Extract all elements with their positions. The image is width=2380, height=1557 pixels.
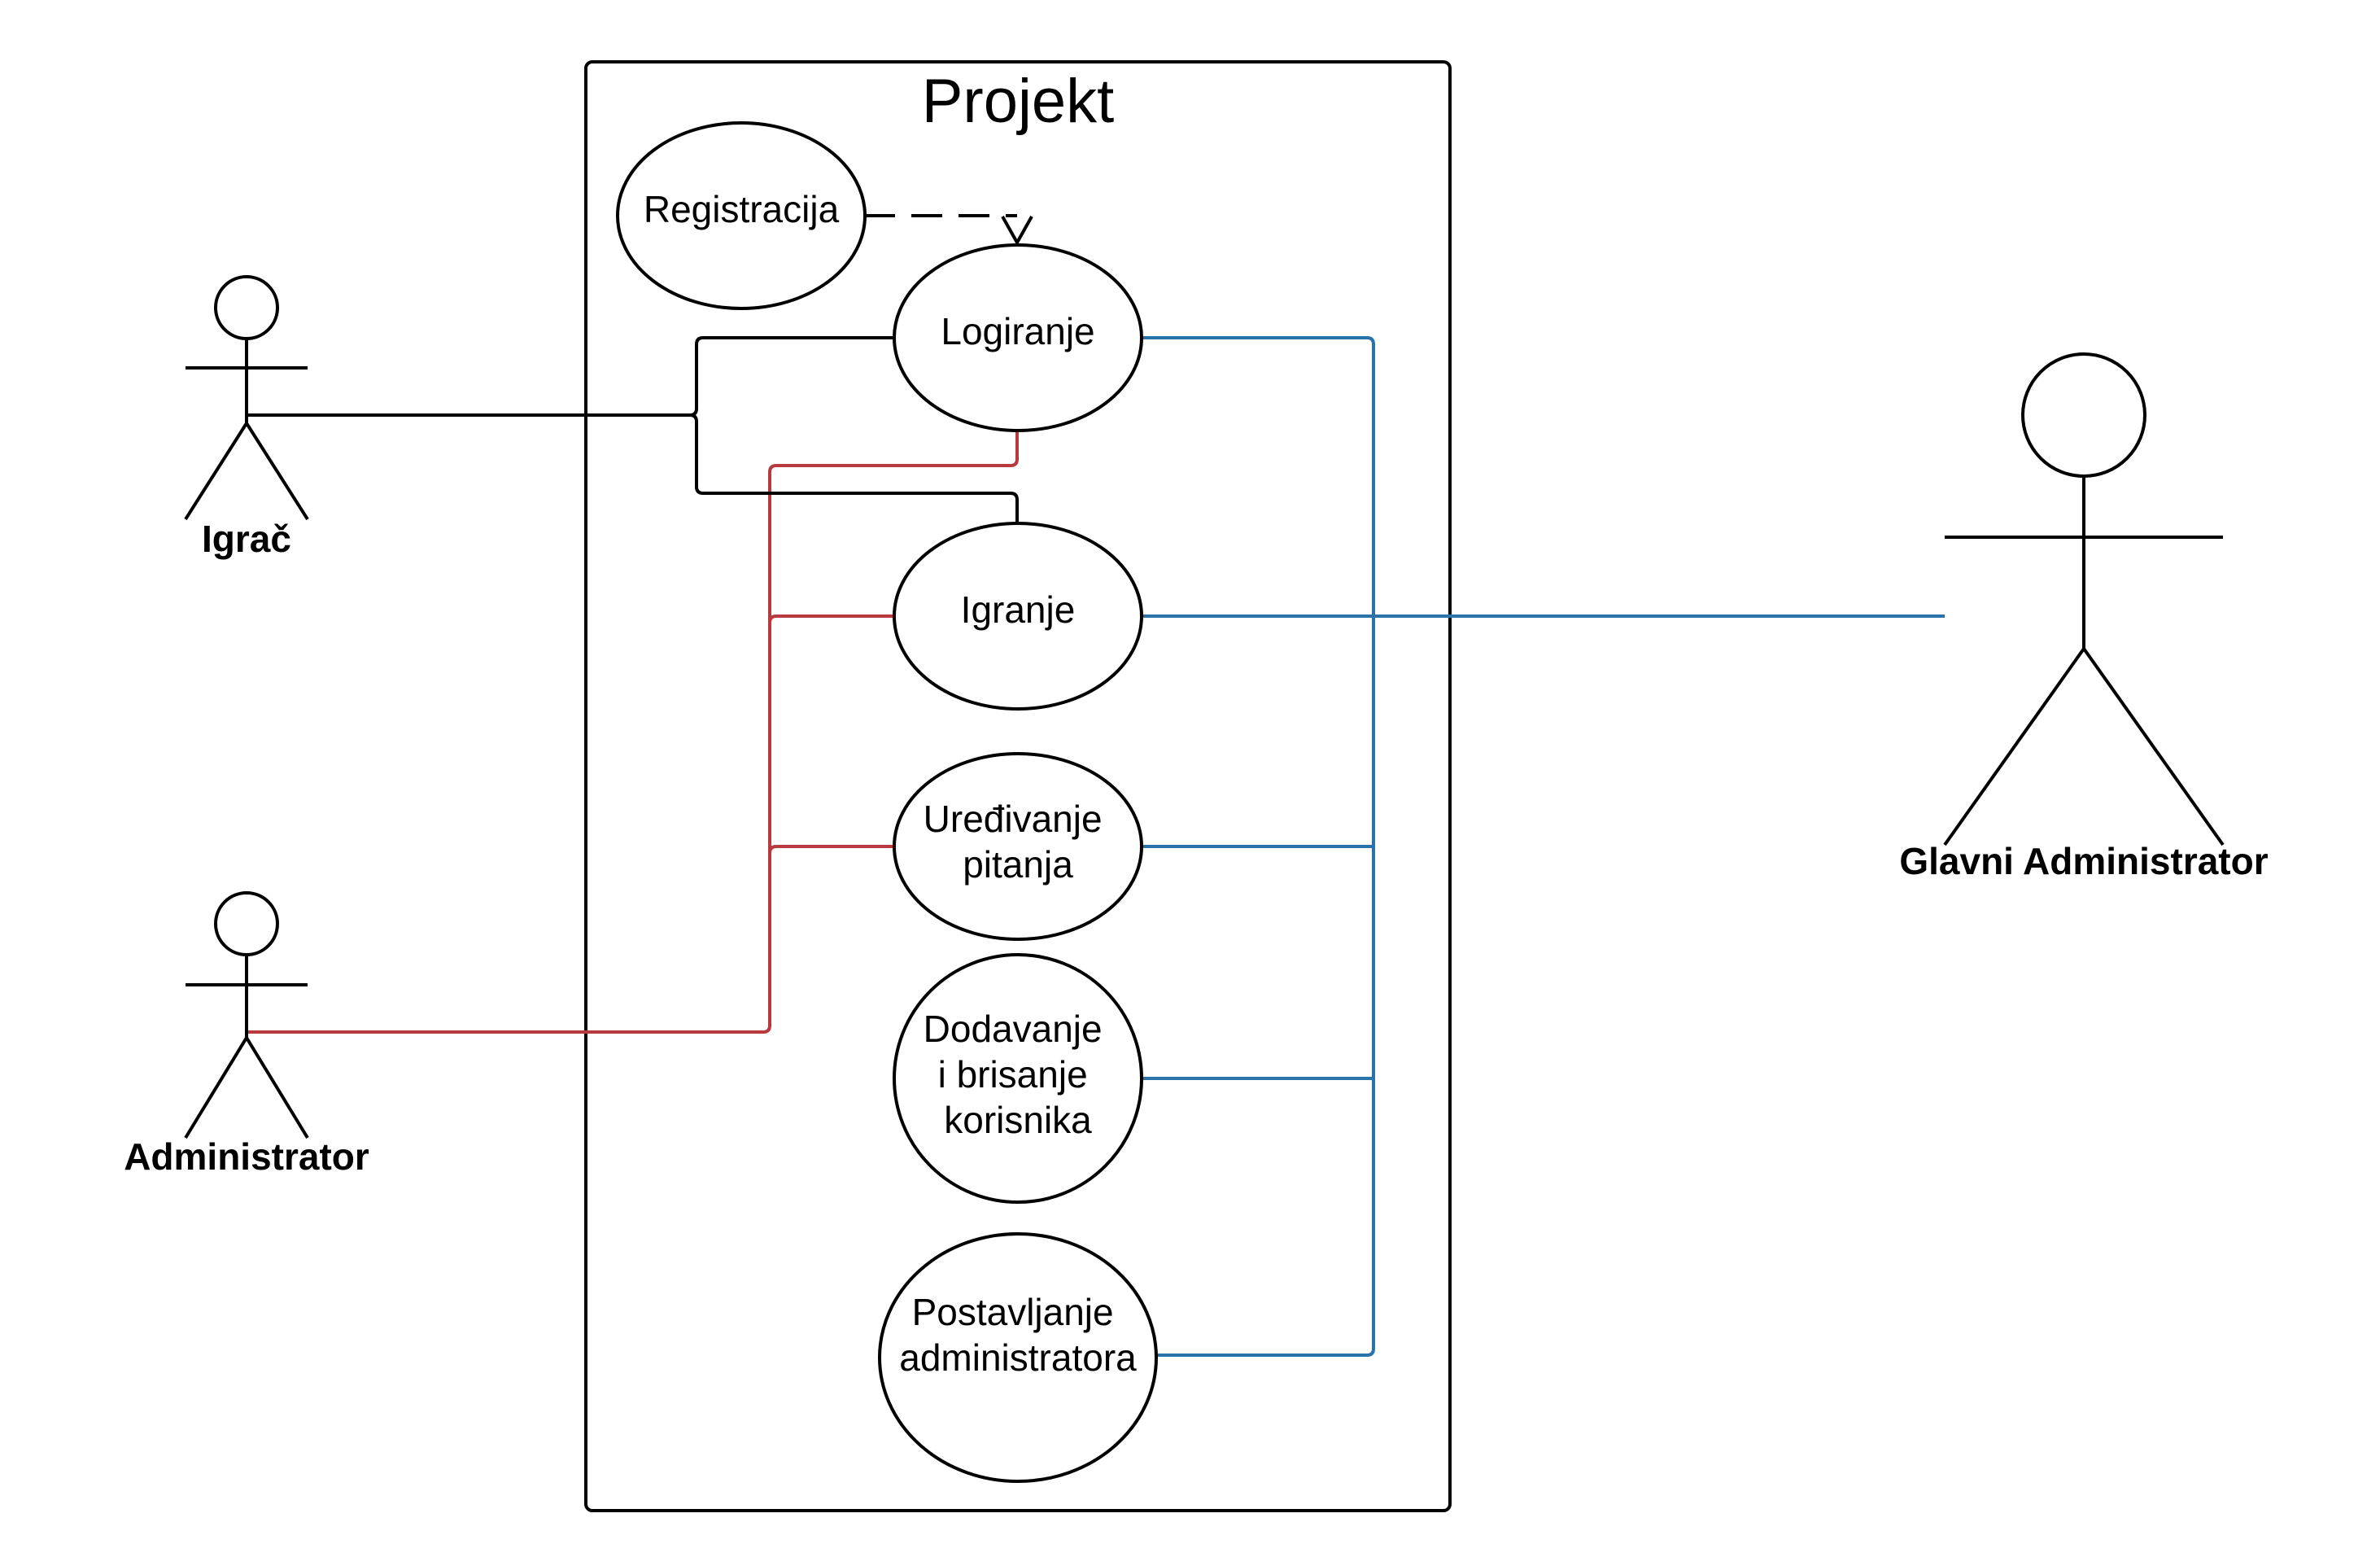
actor-body bbox=[184, 955, 309, 1139]
use-case-label: Igranje bbox=[961, 588, 1076, 631]
use-case-label: Logiranje bbox=[941, 310, 1094, 352]
glavni-administrator-links bbox=[1141, 336, 1945, 1357]
link-administrator-trunk bbox=[247, 472, 771, 1034]
link-administrator-igranje bbox=[768, 614, 895, 623]
use-case-ellipse bbox=[878, 1232, 1158, 1483]
link-administrator-uredivanje bbox=[768, 845, 895, 854]
use-case-dodavanje-i-brisanje-korisnika[interactable]: Dodavanje i brisanje korisnika bbox=[893, 953, 1143, 1204]
actor-label: Igrač bbox=[202, 518, 291, 560]
use-case-ellipse bbox=[893, 522, 1143, 711]
use-case-ellipse bbox=[893, 243, 1143, 432]
use-case-registracija[interactable]: Registracija bbox=[616, 121, 867, 310]
use-case-label: Registracija bbox=[644, 188, 840, 230]
use-case-label: Dodavanje i brisanje korisnika bbox=[924, 1008, 1113, 1141]
actor-igrac[interactable]: Igrač bbox=[184, 275, 309, 560]
use-case-logiranje[interactable]: Logiranje bbox=[893, 243, 1143, 432]
arrow-head bbox=[1001, 216, 1033, 247]
use-case-uredivanje-pitanja[interactable]: Uređivanje pitanja bbox=[893, 752, 1143, 941]
actor-head bbox=[2021, 352, 2146, 478]
include-dependency bbox=[864, 214, 1033, 247]
actor-administrator[interactable]: Administrator bbox=[124, 891, 369, 1178]
link-administrator-logiranje bbox=[768, 431, 1019, 473]
use-case-ellipse bbox=[616, 121, 867, 310]
use-case-ellipse bbox=[893, 752, 1143, 941]
actor-label: Glavni Administrator bbox=[1899, 840, 2268, 882]
actor-label: Administrator bbox=[124, 1135, 369, 1178]
actor-body bbox=[184, 339, 309, 521]
actor-glavni-administrator[interactable]: Glavni Administrator bbox=[1899, 352, 2269, 882]
use-case-igranje[interactable]: Igranje bbox=[893, 522, 1143, 711]
actor-head bbox=[214, 275, 279, 340]
link-igrac-logiranje bbox=[689, 336, 895, 417]
actor-body bbox=[1943, 476, 2225, 846]
use-case-ellipse bbox=[893, 953, 1143, 1204]
actor-head bbox=[214, 891, 279, 956]
system-title: Projekt bbox=[922, 67, 1115, 136]
igrac-links bbox=[247, 336, 1019, 525]
use-case-postavljanje-administratora[interactable]: Postavljanje administratora bbox=[878, 1232, 1158, 1483]
system-boundary bbox=[584, 60, 1452, 1512]
use-case-label: Uređivanje pitanja bbox=[924, 798, 1113, 886]
administrator-links bbox=[247, 431, 1019, 1034]
link-igrac-igranje bbox=[689, 413, 1019, 525]
use-case-label: Postavljanje administratora bbox=[899, 1291, 1137, 1379]
